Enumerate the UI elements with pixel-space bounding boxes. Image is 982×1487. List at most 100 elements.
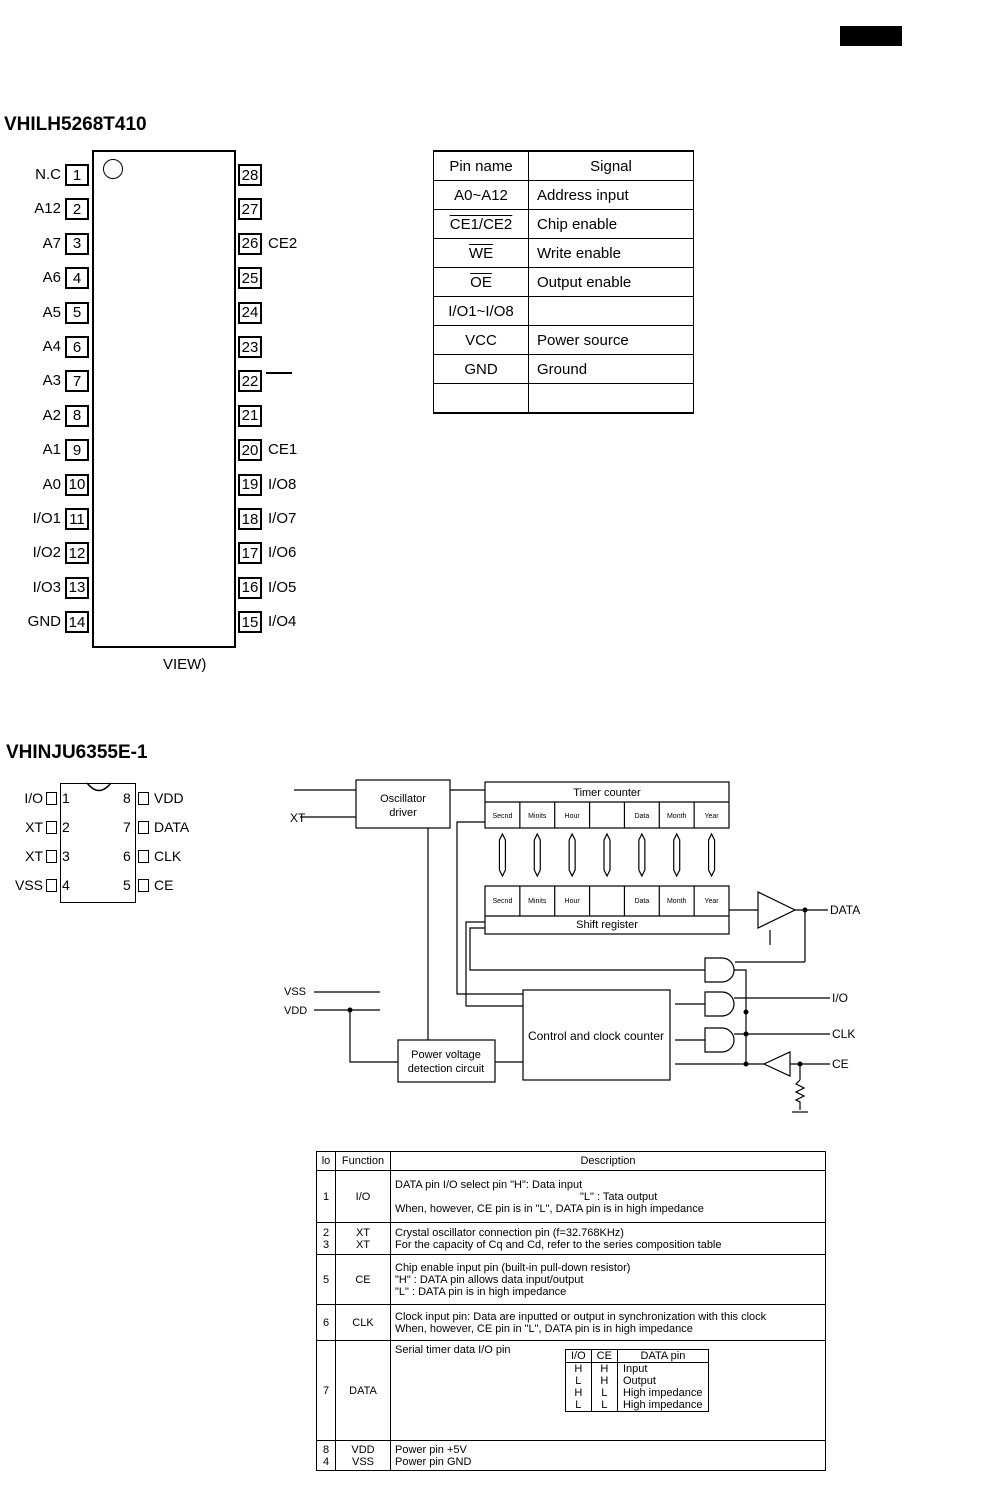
control-label: Control and clock counter bbox=[528, 1029, 664, 1043]
pin-name-label: DATA bbox=[154, 819, 190, 835]
io-val: H bbox=[574, 1387, 583, 1399]
oscillator-label-1: Oscillator bbox=[380, 793, 426, 805]
chip2-notch-icon bbox=[86, 782, 112, 792]
pin-number-box: 26 bbox=[238, 232, 262, 255]
desc-line: Power pin +5V bbox=[395, 1443, 467, 1456]
signal-cell: Write enable bbox=[528, 238, 694, 268]
pin-number-box: 27 bbox=[238, 198, 262, 221]
buffer-icon bbox=[757, 891, 797, 929]
ce-val: L bbox=[601, 1399, 608, 1411]
pin-table: Pin name Signal A0~A12 Address input CE1… bbox=[433, 150, 694, 414]
io-val: L bbox=[575, 1399, 582, 1411]
pin-number-box: 24 bbox=[238, 301, 262, 324]
block-diagram: Oscillator driver XT Timer counter Secnd… bbox=[284, 779, 860, 1113]
pin-number-box: 10 bbox=[65, 473, 89, 496]
and-gate-icon bbox=[704, 1027, 735, 1053]
double-arrow-icon bbox=[673, 832, 681, 878]
signal-cell: Output enable bbox=[528, 267, 694, 297]
description-table: lo Function Description 1 I/O DATA pin I… bbox=[316, 1151, 826, 1471]
desc-line: "L" : DATA pin is in high impedance bbox=[395, 1285, 567, 1298]
pin-number-box: 9 bbox=[65, 439, 89, 462]
pin-number-box: 22 bbox=[238, 370, 262, 393]
desc-line: Chip enable input pin (built-in pull-dow… bbox=[395, 1261, 631, 1274]
pin-number-box: 23 bbox=[238, 336, 262, 358]
signal-cell: Chip enable bbox=[528, 209, 694, 239]
pin-number-box: 11 bbox=[65, 508, 89, 530]
desc-line: "L" : Tata output bbox=[580, 1190, 658, 1203]
desc-line: When, however, CE pin in "L", DATA pin i… bbox=[395, 1322, 693, 1335]
control-box bbox=[522, 989, 671, 1081]
signal-cell: Power source bbox=[528, 325, 694, 355]
pin1-marker-icon bbox=[103, 159, 123, 179]
desc-no: 5 bbox=[316, 1254, 336, 1305]
ce-val: H bbox=[600, 1375, 609, 1387]
cell-label-bot: Secnd bbox=[492, 898, 512, 905]
pin-table-header-pin: Pin name bbox=[433, 150, 529, 181]
cell-label-bot: Minits bbox=[528, 898, 547, 905]
pin-number-box: 5 bbox=[65, 301, 89, 324]
pin-number-box: 18 bbox=[238, 508, 262, 530]
vdd-label: VDD bbox=[284, 1005, 307, 1017]
desc-header-no: lo bbox=[316, 1151, 336, 1171]
desc-header-function: Function bbox=[335, 1151, 391, 1171]
black-mark bbox=[840, 26, 902, 46]
desc-line: Power pin GND bbox=[395, 1455, 472, 1468]
func-line: VDD bbox=[351, 1443, 375, 1456]
desc-line: DATA pin I/O select pin "H": Data input bbox=[395, 1178, 583, 1191]
pin-cell: CE1/CE2 bbox=[433, 209, 529, 239]
pin-name-label: GND bbox=[27, 613, 61, 631]
pin-cell: WE bbox=[433, 238, 529, 268]
pin-square bbox=[138, 879, 149, 892]
double-arrow-icon bbox=[498, 832, 507, 878]
xt-label: XT bbox=[290, 811, 306, 825]
cell-label-top: Month bbox=[667, 813, 687, 820]
pin-number-box: 6 bbox=[65, 336, 89, 358]
cell-label-bot: Hour bbox=[565, 898, 581, 905]
cell-label-top: Hour bbox=[565, 813, 581, 820]
no-line: 4 bbox=[322, 1455, 330, 1468]
data-val: High impedance bbox=[622, 1387, 703, 1399]
func-line: VSS bbox=[351, 1455, 374, 1468]
pin-square bbox=[46, 879, 57, 892]
double-arrow-icon bbox=[568, 832, 576, 878]
cell-label-top: Data bbox=[634, 813, 649, 820]
desc-line: Serial timer data I/O pin bbox=[395, 1344, 511, 1356]
pin-name-label: I/O1 bbox=[32, 510, 61, 527]
pin-number-box: 19 bbox=[238, 473, 262, 496]
desc-func: CE bbox=[335, 1254, 391, 1305]
pin-name-label: A2 bbox=[42, 406, 61, 424]
pin-number: 5 bbox=[123, 877, 131, 893]
signal-cell-empty bbox=[528, 383, 694, 414]
pin-name-label: CLK bbox=[154, 848, 182, 864]
timer-counter-box bbox=[484, 781, 730, 829]
pin-text: CE1/CE2 bbox=[449, 215, 513, 233]
desc-header-description: Description bbox=[390, 1151, 826, 1171]
double-arrow-icon bbox=[707, 832, 716, 878]
desc-func: DATA bbox=[335, 1340, 391, 1441]
ce-val: H bbox=[600, 1363, 609, 1375]
pin-number-box: 3 bbox=[65, 232, 89, 255]
pin-name-label: VSS bbox=[14, 877, 43, 893]
pin-name-label: I/O6 bbox=[268, 544, 297, 562]
cell-label-top: Year bbox=[704, 813, 719, 820]
desc-line: "H" : DATA pin allows data input/output bbox=[395, 1273, 584, 1286]
pin-name-label: A0 bbox=[42, 475, 61, 493]
pin-number-box: 28 bbox=[238, 164, 262, 186]
power-voltage-label-2: detection circuit bbox=[408, 1063, 484, 1075]
pin-name-label: A1 bbox=[42, 441, 61, 459]
pin-number: 1 bbox=[62, 790, 70, 806]
timer-counter-label: Timer counter bbox=[573, 787, 641, 799]
desc-text: Power pin +5V Power pin GND bbox=[390, 1440, 826, 1471]
desc-line: For the capacity of Cq and Cd, refer to … bbox=[395, 1238, 722, 1251]
desc-line: When, however, CE pin is in "L", DATA pi… bbox=[395, 1202, 704, 1215]
pin-cell: A0~A12 bbox=[433, 180, 529, 210]
pin-number-box: 12 bbox=[65, 542, 89, 565]
func-line: XT bbox=[355, 1226, 371, 1239]
pin-cell: VCC bbox=[433, 325, 529, 355]
data-label: DATA bbox=[830, 903, 860, 917]
